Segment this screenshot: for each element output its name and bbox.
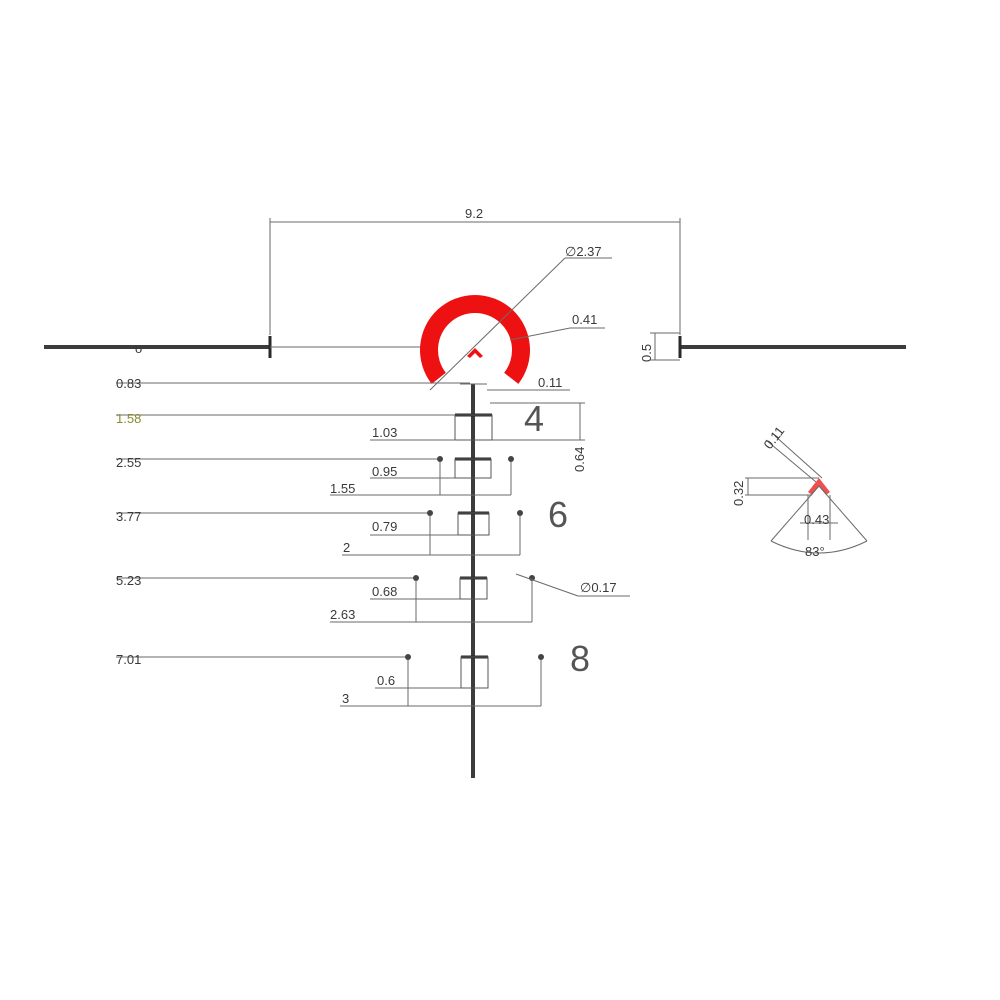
drop-dimension-0: 0.83 [116, 376, 470, 391]
dot-span-label-4: 3 [342, 691, 349, 706]
dot-diameter-label: ∅0.17 [580, 580, 617, 595]
center-chevron [467, 348, 483, 358]
post-height-label: 0.5 [639, 344, 654, 362]
chevron-angle-label: 83° [805, 544, 825, 559]
chevron-height-label: 0.32 [731, 481, 746, 506]
dot-diameter-leader [515, 573, 579, 597]
drop-label-1: 1.58 [116, 411, 141, 426]
ring-diameter-leader [429, 257, 566, 391]
drop-dimension-1: 1.58 [116, 411, 455, 426]
width-dim-label: 9.2 [465, 206, 483, 221]
holdover-bar-4: 0.68 2.63 [330, 575, 535, 623]
range-label-6: 6 [548, 494, 568, 535]
drop-dimension-2: 2.55 [116, 455, 440, 470]
drop-label-0: 0.83 [116, 376, 141, 391]
holdover-bar-2: 0.95 1.55 [330, 456, 514, 496]
drop-label-2: 2.55 [116, 455, 141, 470]
bar-width-label-4: 0.68 [372, 584, 397, 599]
dot-span-label-2: 2 [343, 540, 350, 555]
range-label-4: 4 [524, 398, 544, 439]
holdover-bar-5: 0.6 3 [340, 654, 544, 707]
detail-chevron [808, 478, 830, 495]
bar-width-label-5: 0.6 [377, 673, 395, 688]
drop-dimension-3: 3.77 [116, 509, 430, 524]
drop-label-3: 3.77 [116, 509, 141, 524]
bar-depth-label: 0.64 [572, 447, 587, 472]
holdover-bar-3: 0.79 2 [342, 510, 523, 556]
chevron-detail: 0.11 0.32 0.43 83° [731, 423, 868, 559]
drop-dimension-5: 7.01 [116, 652, 408, 667]
chevron-width-label: 0.43 [804, 512, 829, 527]
bar-width-label-1: 1.03 [372, 425, 397, 440]
chevron-stroke-label: 0.11 [761, 423, 788, 451]
holdover-bar-1: 1.03 [370, 413, 493, 441]
ring-thickness-label: 0.41 [572, 312, 597, 327]
bar-width-label-3: 0.79 [372, 519, 397, 534]
bar-width-label-2: 0.95 [372, 464, 397, 479]
center-dot-label: o [135, 341, 142, 356]
ring-diameter-label: ∅2.37 [565, 244, 602, 259]
drop-label-5: 7.01 [116, 652, 141, 667]
drop-dimension-4: 5.23 [116, 573, 416, 588]
ring-thickness-leader [509, 327, 571, 341]
dot-span-label-1: 1.55 [330, 481, 355, 496]
red-horseshoe-ring [419, 294, 530, 384]
stem-width-label: 0.11 [538, 375, 562, 390]
dot-span-label-3: 2.63 [330, 607, 355, 622]
drop-label-4: 5.23 [116, 573, 141, 588]
range-label-8: 8 [570, 638, 590, 679]
